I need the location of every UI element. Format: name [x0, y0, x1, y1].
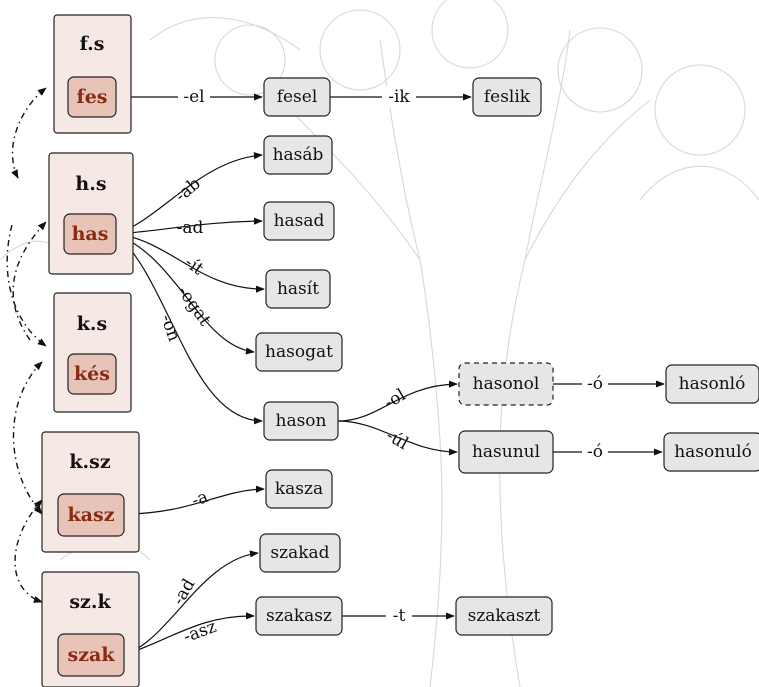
suffix-label: -asz [181, 617, 219, 647]
word-label: hasonuló [674, 442, 752, 462]
word-label: hasunul [472, 442, 540, 462]
edge-hason-hasonol [337, 380, 458, 422]
word-node-kasza [265, 469, 333, 509]
suffix-label: -ad [169, 575, 200, 608]
suffix-label: -ad [177, 218, 204, 238]
word-label: hason [276, 411, 327, 431]
root-pattern: sz.k [69, 591, 111, 613]
root-box-szk: sz.k szak [41, 571, 140, 687]
word-label: feslik [484, 87, 531, 107]
word-label: hasogat [265, 342, 333, 362]
word-label: szakasz [266, 606, 332, 626]
root-pattern: f.s [80, 33, 105, 55]
root-word: kasz [68, 504, 115, 526]
word-nodes: fesel feslik hasáb hasad hasít hasogat h… [255, 77, 759, 636]
suffix-label: -a [189, 487, 211, 511]
word-label: hasad [274, 211, 325, 231]
suffix-label: -el [183, 87, 204, 107]
word-node-hasonlo [665, 364, 759, 404]
word-node-szakad [259, 533, 341, 573]
word-node-hasonulo [663, 432, 759, 472]
link-hs-ks [6, 224, 47, 347]
suffix-label: -ít [181, 253, 207, 280]
edge-szak-szakad [123, 550, 259, 656]
suffix-label: -ó [587, 374, 603, 394]
suffix-label: -úl [382, 426, 411, 454]
word-node-hason [263, 401, 339, 441]
link-ks-hs [12, 221, 47, 341]
root-word: szak [68, 644, 116, 666]
word-node-hasonol [458, 362, 554, 406]
suffix-label: -ik [388, 87, 410, 107]
root-word: fes [77, 86, 108, 108]
root-links [6, 87, 47, 603]
word-label: kasza [275, 479, 323, 499]
root-box-ksz: k.sz kasz [41, 431, 140, 553]
edge-kasz-kasza [123, 485, 265, 515]
edge-has-hasogat [115, 233, 255, 355]
root-pattern: k.sz [69, 451, 110, 473]
link-fs-hs [11, 87, 47, 179]
suffix-label: -ó [587, 442, 603, 462]
word-node-hasunul [458, 430, 554, 474]
suffix-label: -ol [381, 385, 410, 413]
word-label: szakad [270, 543, 329, 563]
link-ksz-szk [14, 499, 43, 603]
root-word: has [72, 223, 109, 245]
edge-has-hason [115, 233, 263, 425]
word-node-szakaszt [455, 596, 553, 636]
word-label: szakaszt [468, 606, 541, 626]
edge-has-hasad [115, 217, 263, 235]
word-node-fesel [263, 77, 331, 117]
word-node-szakasz [255, 596, 343, 636]
word-label: hasonló [679, 374, 746, 394]
word-node-hasogat [255, 332, 343, 372]
root-pattern: h.s [75, 173, 106, 195]
root-box-fs: f.s fes [53, 14, 132, 134]
word-node-hasad [263, 201, 335, 241]
root-box-hs: h.s has [48, 152, 134, 275]
edge-has-hasit [115, 233, 265, 293]
root-box-ks: k.s kés [53, 292, 132, 413]
root-pattern: k.s [77, 313, 107, 335]
word-node-hasit [265, 269, 331, 309]
word-node-feslik [472, 77, 542, 117]
suffix-label: -t [393, 606, 406, 626]
word-label: hasáb [273, 145, 324, 165]
word-label: hasít [277, 279, 319, 299]
word-label: fesel [277, 87, 318, 107]
root-word: kés [74, 363, 110, 385]
link-ks-ksz [12, 361, 43, 515]
edge-hason-hasunul [337, 420, 458, 456]
derivation-edges [115, 93, 665, 656]
word-node-hasab [263, 135, 333, 175]
word-label: hasonol [473, 374, 540, 394]
